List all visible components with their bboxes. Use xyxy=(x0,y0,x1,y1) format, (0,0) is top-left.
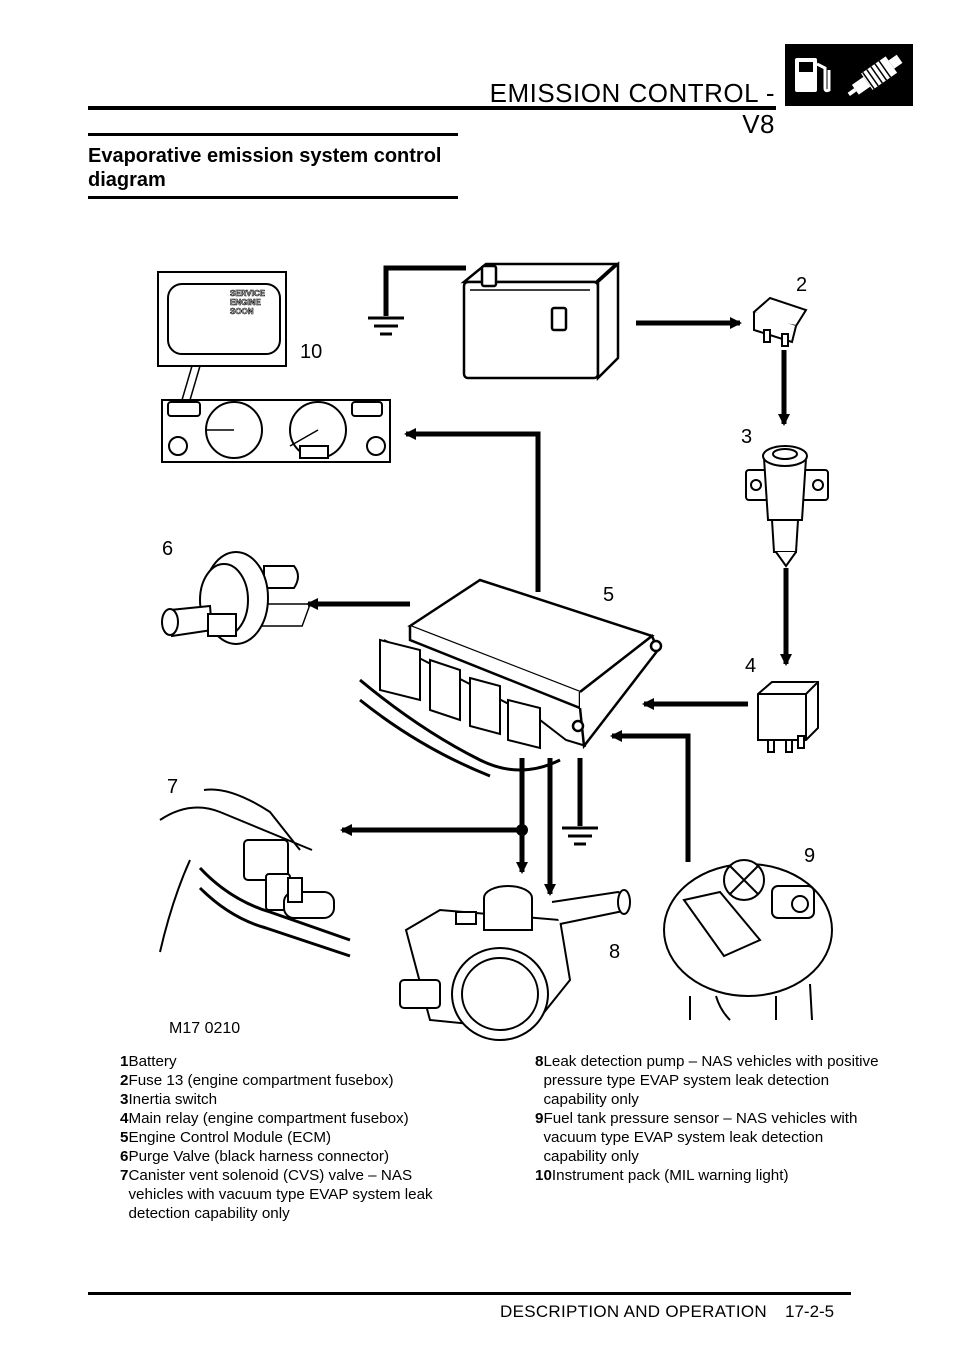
legend-num: 8 xyxy=(535,1053,544,1070)
legend-text: Battery xyxy=(128,1053,177,1070)
fuse-icon xyxy=(752,296,808,347)
legend-text: Inertia switch xyxy=(128,1091,218,1108)
legend-num: 5 xyxy=(120,1129,129,1146)
callout-9: 9 xyxy=(804,845,815,867)
emission-control-diagram: 1 2 3 4 5 6 7 8 9 10 M17 0210 xyxy=(150,225,870,1045)
callout-5: 5 xyxy=(603,584,614,606)
section-rule-bottom xyxy=(88,196,458,199)
diagram-ref: M17 0210 xyxy=(169,1020,240,1037)
legend-text: Purge Valve (black harness connector) xyxy=(128,1148,390,1165)
legend-num: 7 xyxy=(120,1167,129,1184)
legend-text: Engine Control Module (ECM) xyxy=(128,1129,332,1146)
callout-4: 4 xyxy=(745,655,756,677)
footer-rule xyxy=(88,1292,851,1295)
legend-num: 1 xyxy=(120,1053,129,1070)
relay-icon xyxy=(757,681,819,753)
legend-num: 4 xyxy=(120,1110,129,1127)
battery-icon xyxy=(460,261,620,382)
legend-num: 6 xyxy=(120,1148,129,1165)
callout-3: 3 xyxy=(741,426,752,448)
ground-icon xyxy=(368,265,466,336)
legend-text: Fuel tank pressure sensor – NAS vehicles… xyxy=(543,1110,858,1165)
warning-line-1: SERVICE xyxy=(230,289,266,298)
warning-line-3: SOON xyxy=(230,307,254,316)
fuel-pump-spark-plug-icon xyxy=(785,44,913,106)
section-title: Evaporative emission system control diag… xyxy=(88,145,442,191)
section-rule-top xyxy=(88,133,458,136)
ground-icon xyxy=(562,758,598,846)
legend-text: Canister vent solenoid (CVS) valve – NAS… xyxy=(128,1167,433,1222)
page-number: 17-2-5 xyxy=(785,1302,835,1321)
legend-num: 3 xyxy=(120,1091,129,1108)
callout-8: 8 xyxy=(609,941,620,963)
header-title: EMISSION CONTROL - V8 xyxy=(489,78,775,139)
callout-6: 6 xyxy=(162,538,173,560)
footer-section: DESCRIPTION AND OPERATION xyxy=(500,1302,767,1321)
fuel-tank-pressure-sensor-icon xyxy=(663,859,833,1021)
ecm-icon xyxy=(241,578,663,778)
canister-vent-solenoid-icon xyxy=(159,788,351,958)
warning-line-2: ENGINE xyxy=(230,298,261,307)
legend-text: Leak detection pump – NAS vehicles with … xyxy=(543,1053,879,1108)
legend-text: Fuse 13 (engine compartment fusebox) xyxy=(128,1072,394,1089)
legend-text: Main relay (engine compartment fusebox) xyxy=(128,1110,409,1127)
purge-valve-icon xyxy=(161,551,299,645)
legend-num: 10 xyxy=(535,1167,552,1184)
callout-7: 7 xyxy=(167,776,178,798)
callout-2: 2 xyxy=(796,274,807,296)
instrument-pack-icon: SERVICE ENGINE SOON xyxy=(157,271,391,463)
legend-num: 2 xyxy=(120,1072,129,1089)
callout-10: 10 xyxy=(300,341,322,363)
leak-detection-pump-icon xyxy=(399,885,631,1041)
legend-num: 9 xyxy=(535,1110,544,1127)
header-rule xyxy=(88,106,776,110)
legend-text: Instrument pack (MIL warning light) xyxy=(551,1167,789,1184)
inertia-switch-icon xyxy=(745,445,829,568)
